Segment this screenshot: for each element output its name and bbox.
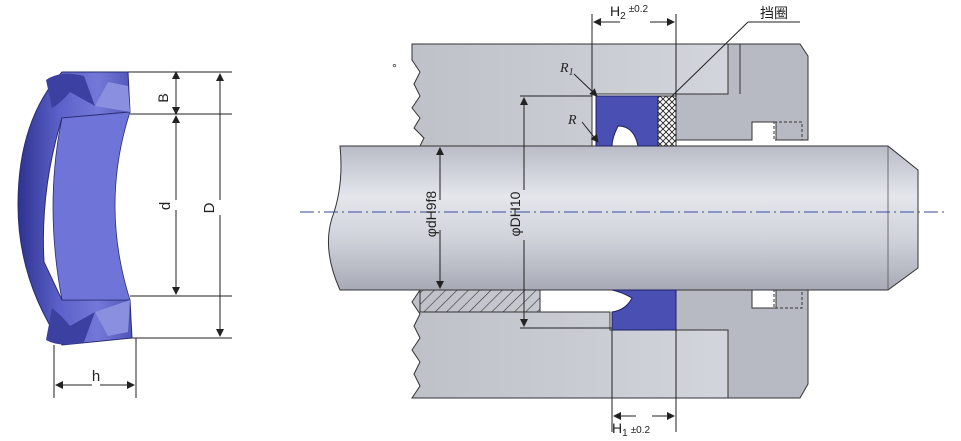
seal-lip-top-flank — [95, 82, 130, 112]
u-seal-section-lower — [611, 289, 677, 331]
R-leader — [581, 121, 599, 143]
seal-lip-bottom — [46, 308, 95, 345]
label-H2: H2±0.2 — [610, 3, 649, 22]
label-R: R — [567, 113, 577, 128]
label-rod-diameter: φdH9f8 — [423, 191, 439, 238]
label-h: h — [92, 368, 100, 385]
label-B: B — [155, 93, 171, 102]
backup-ring-leader — [667, 21, 749, 101]
seal-body — [17, 71, 133, 346]
degree-mark: ° — [392, 61, 397, 75]
gland-upper — [675, 43, 809, 141]
bushing-hatched — [419, 289, 541, 313]
screw-hint-lower — [773, 289, 803, 309]
label-d: d — [157, 202, 174, 210]
seal-inner-face — [52, 111, 131, 301]
piston-rod — [327, 145, 919, 291]
label-bore-diameter: φDH10 — [507, 191, 523, 236]
u-seal-section-upper — [595, 95, 659, 147]
seal-lip-top — [46, 73, 95, 108]
label-D: D — [201, 202, 218, 213]
seal-lip-bottom-flank — [95, 300, 130, 336]
R1-leader — [573, 73, 598, 97]
assembly-section-view: ° φdH9f8 φDH10 H2±0.2 H1±0.2 挡圈 — [300, 3, 945, 439]
housing-lower — [411, 289, 729, 399]
label-H1: H1±0.2 — [612, 420, 651, 439]
screw-hint-upper — [773, 121, 803, 141]
label-backup-ring: 挡圈 — [760, 5, 788, 21]
u-ring-seal-view: B d D h — [17, 71, 232, 398]
gland-lower — [675, 289, 809, 399]
label-R1: R1 — [559, 61, 574, 78]
backup-ring-upper — [657, 95, 677, 147]
